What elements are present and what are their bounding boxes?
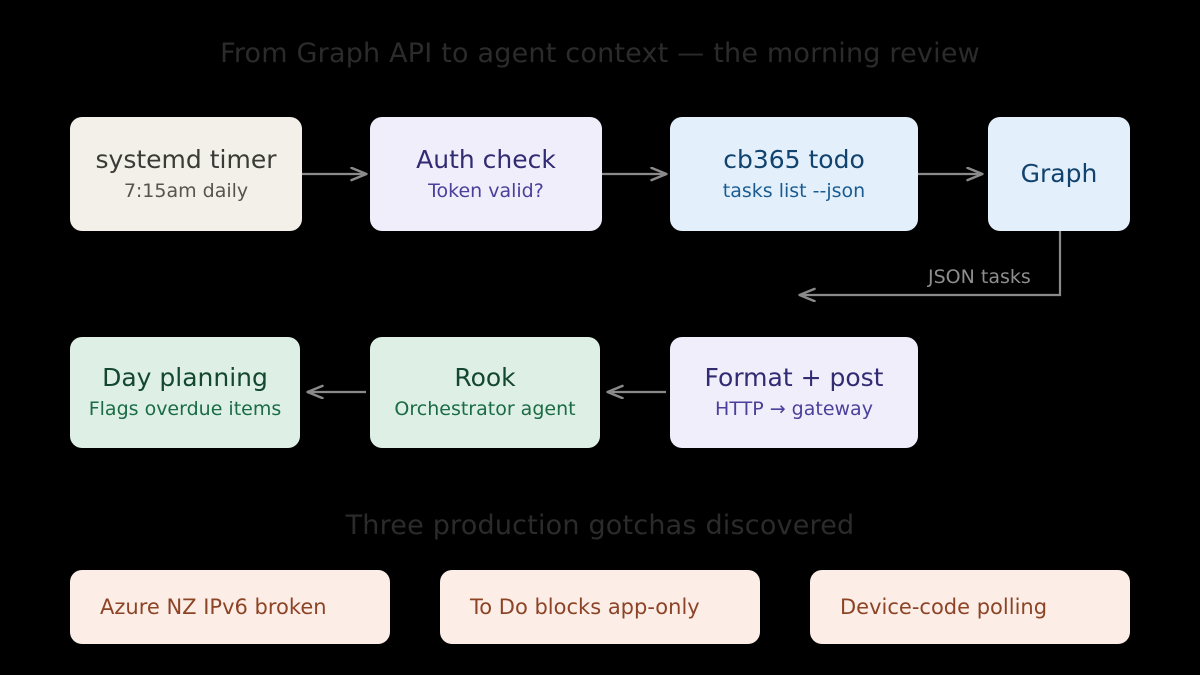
node-rook[interactable]: Rook Orchestrator agent: [370, 337, 600, 448]
gotchas-section-title: Three production gotchas discovered: [345, 510, 855, 541]
node-title: Rook: [454, 363, 516, 392]
node-subtitle: Token valid?: [428, 179, 544, 202]
gotcha-label: To Do blocks app-only: [470, 595, 700, 619]
node-title: Auth check: [416, 144, 556, 174]
gotcha-label: Device-code polling: [840, 595, 1048, 619]
node-subtitle: Flags overdue items: [88, 398, 282, 420]
node-subtitle: 7:15am daily: [123, 179, 249, 202]
node-title: Graph: [1020, 159, 1098, 188]
node-subtitle: tasks list --json: [722, 179, 866, 202]
node-subtitle: Orchestrator agent: [394, 398, 576, 420]
page-title: From Graph API to agent context — the mo…: [220, 38, 980, 69]
node-format-post[interactable]: Format + post HTTP → gateway: [670, 337, 918, 448]
node-graph[interactable]: Graph: [988, 117, 1130, 231]
node-cb365-todo[interactable]: cb365 todo tasks list --json: [670, 117, 918, 231]
gotcha-card-azure-nz-ipv6[interactable]: Azure NZ IPv6 broken: [70, 570, 390, 644]
node-title: cb365 todo: [723, 144, 865, 174]
gotcha-card-todo-app-only[interactable]: To Do blocks app-only: [440, 570, 760, 644]
node-auth-check[interactable]: Auth check Token valid?: [370, 117, 602, 231]
gotcha-label: Azure NZ IPv6 broken: [100, 595, 327, 619]
node-systemd-timer[interactable]: systemd timer 7:15am daily: [70, 117, 302, 231]
node-title: systemd timer: [95, 144, 277, 174]
node-day-planning[interactable]: Day planning Flags overdue items: [70, 337, 300, 448]
edge-label-json-tasks: JSON tasks: [928, 266, 1031, 288]
gotcha-card-device-code-polling[interactable]: Device-code polling: [810, 570, 1130, 644]
node-subtitle: HTTP → gateway: [715, 398, 873, 420]
node-title: Format + post: [704, 363, 884, 392]
node-title: Day planning: [102, 363, 268, 392]
